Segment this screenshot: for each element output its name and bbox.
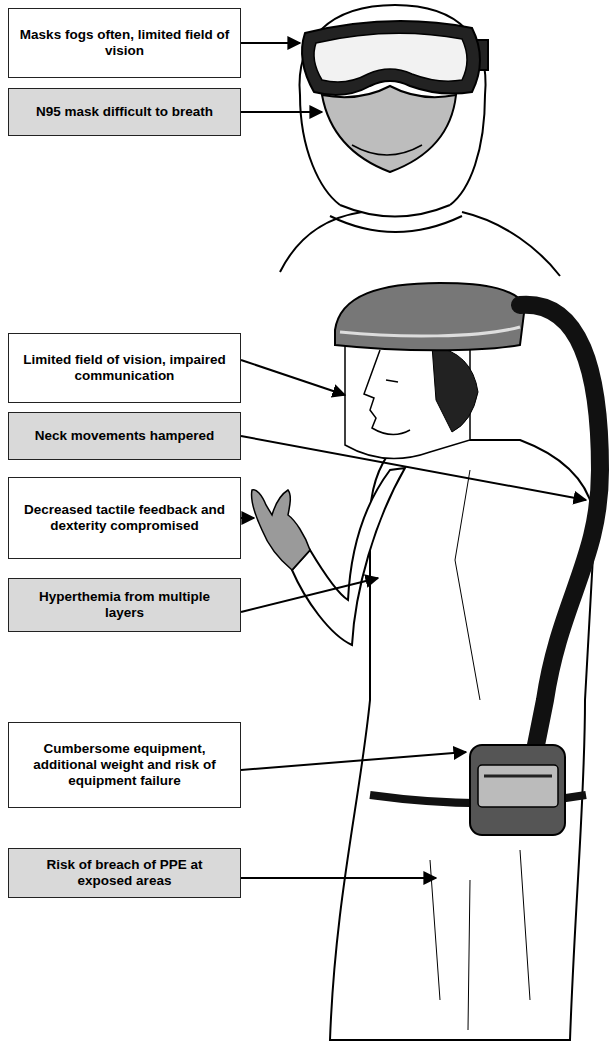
callout-text: Cumbersome equipment, additional weight …	[19, 741, 230, 790]
hair	[432, 346, 478, 432]
callout-box: Limited field of vision, impaired commun…	[8, 333, 241, 403]
gown-fold	[430, 850, 530, 1030]
blower-unit	[470, 745, 565, 835]
shoulder-line	[280, 212, 362, 272]
hood	[300, 5, 486, 95]
callout-text: N95 mask difficult to breath	[36, 104, 213, 120]
callout-text: Risk of breach of PPE at exposed areas	[19, 857, 230, 889]
leader-arrow	[241, 578, 378, 612]
eye	[386, 380, 398, 382]
sleeve	[292, 468, 405, 645]
hood-side	[450, 95, 485, 205]
callout-box: Masks fogs often, limited field of visio…	[8, 8, 241, 78]
leader-arrow	[241, 752, 466, 770]
leader-arrows	[241, 43, 586, 878]
callout-box: Risk of breach of PPE at exposed areas	[8, 848, 241, 898]
neck-line	[340, 205, 450, 217]
neck-line	[330, 216, 462, 232]
blower-panel	[478, 765, 558, 807]
callout-box: N95 mask difficult to breath	[8, 88, 241, 136]
leader-arrow	[241, 111, 322, 113]
goggle-lens	[314, 33, 467, 82]
leader-arrow	[241, 517, 254, 519]
hood-rim	[340, 327, 520, 336]
leader-arrow	[241, 877, 436, 879]
leader-arrow	[241, 436, 586, 500]
head-figure	[280, 5, 560, 276]
callout-text: Masks fogs often, limited field of visio…	[19, 27, 230, 59]
papr-figure	[252, 283, 600, 1040]
glove	[252, 490, 310, 570]
mouth-line	[352, 145, 422, 155]
callout-box: Cumbersome equipment, additional weight …	[8, 722, 241, 808]
shoulder-line	[462, 212, 560, 276]
face-profile	[364, 350, 410, 435]
hose	[520, 305, 600, 750]
leader-arrow	[241, 42, 300, 44]
callout-text: Hyperthemia from multiple layers	[19, 589, 230, 621]
callout-box: Hyperthemia from multiple layers	[8, 578, 241, 632]
callout-text: Neck movements hampered	[35, 428, 214, 444]
goggles	[302, 21, 480, 95]
callout-text: Decreased tactile feedback and dexterity…	[19, 502, 230, 534]
callout-box: Neck movements hampered	[8, 412, 241, 460]
hood-top	[335, 283, 525, 350]
blower-zip	[484, 775, 552, 778]
callout-text: Limited field of vision, impaired commun…	[19, 352, 230, 384]
callout-box: Decreased tactile feedback and dexterity…	[8, 477, 241, 559]
gown-fold	[455, 470, 480, 700]
n95-mask	[322, 86, 456, 172]
leader-arrow	[241, 360, 345, 395]
